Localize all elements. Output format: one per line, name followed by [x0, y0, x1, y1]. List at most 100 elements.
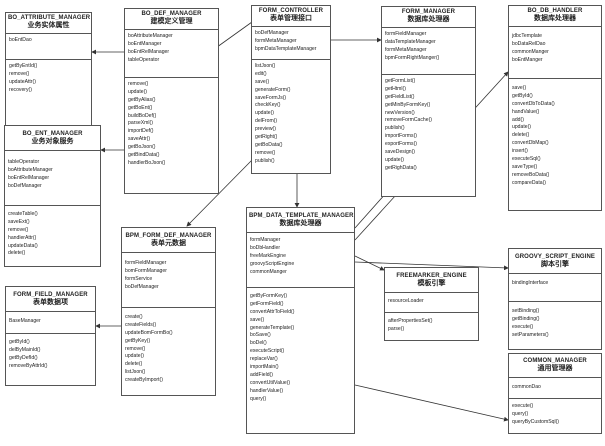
method-item: getByDefId()	[9, 354, 38, 361]
class-header: BPM_FORM_DEF_MANAGER 表单元数据	[122, 228, 215, 253]
method-item: handlerValue()	[250, 387, 284, 394]
class-box-bpm-data-template-manager: BPM_DATA_TEMPLATE_MANAGER 数据库处理器 formMan…	[246, 207, 355, 434]
class-title: FREEMARKER_ENGINE	[396, 273, 467, 279]
method-item: getMinByFormKey()	[385, 101, 431, 108]
class-title: FORM_MANAGER	[401, 9, 456, 15]
method-section: setBinding() getBinding() execute() setP…	[509, 302, 601, 342]
method-item: update()	[255, 110, 274, 117]
method-item: delFrom()	[255, 118, 278, 125]
method-item: removeBoData()	[512, 171, 550, 178]
method-item: generateTemplate()	[250, 324, 295, 331]
method-item: update()	[125, 353, 144, 360]
method-item: saveExt()	[8, 218, 30, 225]
method-item: parse()	[388, 325, 405, 332]
attribute-item: formFieldManager	[125, 259, 167, 266]
method-item: getBindData()	[128, 152, 160, 159]
arrow-bpm-data-template-manager-to-common-manager	[354, 384, 509, 422]
attribute-item: bomFormManager	[125, 267, 167, 274]
attribute-section: BaseManager	[6, 312, 95, 334]
attribute-section: boEntDao	[6, 34, 91, 60]
method-section: getById() delByMainId() getByDefId() rem…	[6, 334, 95, 373]
method-item: update()	[512, 124, 531, 131]
class-title: FORM_CONTROLLER	[258, 8, 324, 14]
method-item: executeSql()	[512, 156, 541, 163]
method-item: parseXml()	[128, 120, 153, 127]
method-item: convertUtilValue()	[250, 379, 291, 386]
method-item: afterPropertiesSet()	[388, 317, 433, 324]
method-item: delete()	[512, 132, 530, 139]
method-item: addField()	[250, 372, 273, 378]
method-item: getBoJson()	[128, 144, 156, 151]
attribute-section: tableOperator boAttributeManager boEntRe…	[5, 151, 100, 206]
method-item: create()	[125, 313, 143, 320]
class-subtitle: 建模定义管理	[150, 17, 193, 25]
class-header: FORM_CONTROLLER 表单管理接口	[252, 6, 330, 27]
class-header: BO_DB_HANDLER 数据库处理器	[509, 6, 601, 27]
method-section: create() createFields() updateBomFormBo(…	[122, 308, 215, 387]
attribute-section: boAttributeManager boEntManager boEntRel…	[125, 30, 218, 78]
class-subtitle: 数据库处理器	[407, 15, 450, 23]
method-item: getById()	[9, 338, 30, 345]
class-box-bo-db-handler: BO_DB_HANDLER 数据库处理器 jdbcTemplate boData…	[508, 5, 602, 211]
method-section: listJson() edit() save() generateForm() …	[252, 60, 330, 168]
method-item: preview()	[255, 126, 276, 133]
attribute-section: commonDao	[509, 378, 601, 399]
method-section: afterPropertiesSet() parse()	[385, 313, 478, 336]
attribute-section: jdbcTemplate boDataRelDao commonManger b…	[509, 27, 601, 79]
class-box-common-manager: COMMON_MANAGER 通用管理器 commonDao execute()…	[508, 353, 602, 434]
attribute-item: commonDao	[512, 383, 541, 390]
attribute-section: resourceLoader	[385, 293, 478, 313]
method-item: recovery()	[9, 86, 32, 93]
method-item: saveFormJs()	[255, 94, 287, 101]
class-subtitle: 通用管理器	[537, 364, 573, 372]
method-section: createTable() saveExt() remove() handler…	[5, 206, 100, 260]
method-item: saveAttr()	[128, 136, 151, 143]
attribute-item: formMetaManager	[255, 37, 297, 44]
method-section: execute() query() queryByCustomSql()	[509, 399, 601, 429]
method-item: exportForms()	[385, 141, 417, 148]
method-item: generateForm()	[255, 86, 291, 93]
class-header: FREEMARKER_ENGINE 模板引擎	[385, 268, 478, 293]
method-item: getByEntId()	[9, 62, 38, 69]
attribute-item: boEntManger	[512, 56, 543, 63]
method-item: execute()	[512, 323, 534, 330]
class-subtitle: 脚本引擎	[541, 260, 569, 268]
attribute-section: formFieldManager dataTemplateManager for…	[382, 28, 475, 75]
method-item: removeFormCache()	[385, 117, 432, 124]
class-title: FORM_FIELD_MANAGER	[13, 292, 88, 298]
class-box-freemarker-engine: FREEMARKER_ENGINE 模板引擎 resourceLoader af…	[384, 267, 479, 341]
method-item: replaceVar()	[250, 356, 278, 363]
method-item: execute()	[512, 402, 534, 409]
attribute-item: bpmDataTemplateManager	[255, 45, 317, 52]
method-section: getByFormKey() getFormField() convertAtt…	[247, 288, 354, 406]
class-title: BO_ENT_MANAGER	[22, 131, 83, 137]
attribute-section: bindingInterface	[509, 274, 601, 302]
class-header: GROOVY_SCRIPT_ENGINE 脚本引擎	[509, 249, 601, 274]
class-title: BPM_DATA_TEMPLATE_MANAGER	[249, 213, 354, 219]
class-header: COMMON_MANAGER 通用管理器	[509, 354, 601, 378]
method-item: save()	[255, 78, 270, 85]
attribute-item: formFieldManager	[385, 30, 427, 37]
attribute-item: commonManger	[512, 48, 549, 55]
attribute-item: formService	[125, 275, 153, 282]
method-item: remove()	[255, 149, 276, 156]
method-item: handValue()	[512, 108, 540, 115]
method-item: remove()	[125, 345, 146, 352]
method-item: updateBomFormBo()	[125, 329, 173, 336]
attribute-item: boDefManager	[8, 182, 42, 189]
method-item: add()	[512, 116, 524, 123]
method-item: executeScript()	[250, 348, 285, 355]
attribute-item: jdbcTemplate	[512, 32, 543, 39]
method-item: publish()	[385, 125, 405, 132]
class-box-form-controller: FORM_CONTROLLER 表单管理接口 boDefManager form…	[251, 5, 331, 174]
method-item: boDel()	[250, 340, 267, 347]
method-section: getByEntId() remove() updateAttr() recov…	[6, 60, 91, 97]
method-item: importDef()	[128, 128, 154, 135]
attribute-item: freeMarkEngine	[250, 252, 286, 259]
class-box-form-manager: FORM_MANAGER 数据库处理器 formFieldManager dat…	[381, 6, 476, 197]
method-item: checkKey()	[255, 102, 281, 109]
method-item: convertAttrToField()	[250, 308, 295, 315]
method-item: buildBoDef()	[128, 112, 157, 119]
class-header: BO_DEF_MANAGER 建模定义管理	[125, 9, 218, 30]
method-item: getFieldList()	[385, 93, 415, 100]
